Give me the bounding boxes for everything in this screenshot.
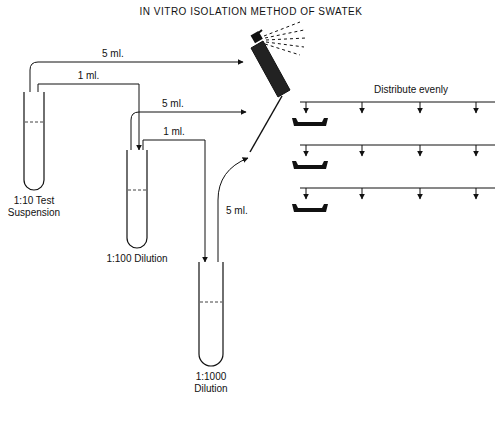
- transfer-arrow: [38, 84, 139, 150]
- volume-label: 5 ml.: [224, 205, 250, 217]
- sprayer: [250, 22, 306, 152]
- volume-label: 5 ml.: [100, 48, 126, 60]
- tube-label: 1:1000 Dilution: [180, 371, 242, 395]
- transfer-arrow: [143, 140, 205, 262]
- volume-label: 1 ml.: [161, 126, 187, 138]
- transfer-line: [131, 112, 246, 150]
- volume-label: 1 ml.: [76, 70, 102, 82]
- test-tube: 1:1000 Dilution: [178, 262, 244, 395]
- test-tube: 1:100 Dilution: [104, 150, 170, 265]
- tube-label: 1:100 Dilution: [106, 253, 168, 265]
- note-label: Distribute evenly: [372, 84, 450, 96]
- tube-label: 1:10 Test Suspension: [3, 195, 65, 219]
- tube-outline: [178, 262, 244, 368]
- transfer-line: [30, 62, 243, 92]
- volume-label: 5 ml.: [160, 98, 186, 110]
- test-tube: 1:10 Test Suspension: [1, 92, 67, 219]
- tube-outline: [1, 92, 67, 192]
- diagram-title: IN VITRO ISOLATION METHOD OF SWATEK: [0, 6, 502, 18]
- tube-outline: [104, 150, 170, 250]
- plate-rows: [292, 102, 495, 212]
